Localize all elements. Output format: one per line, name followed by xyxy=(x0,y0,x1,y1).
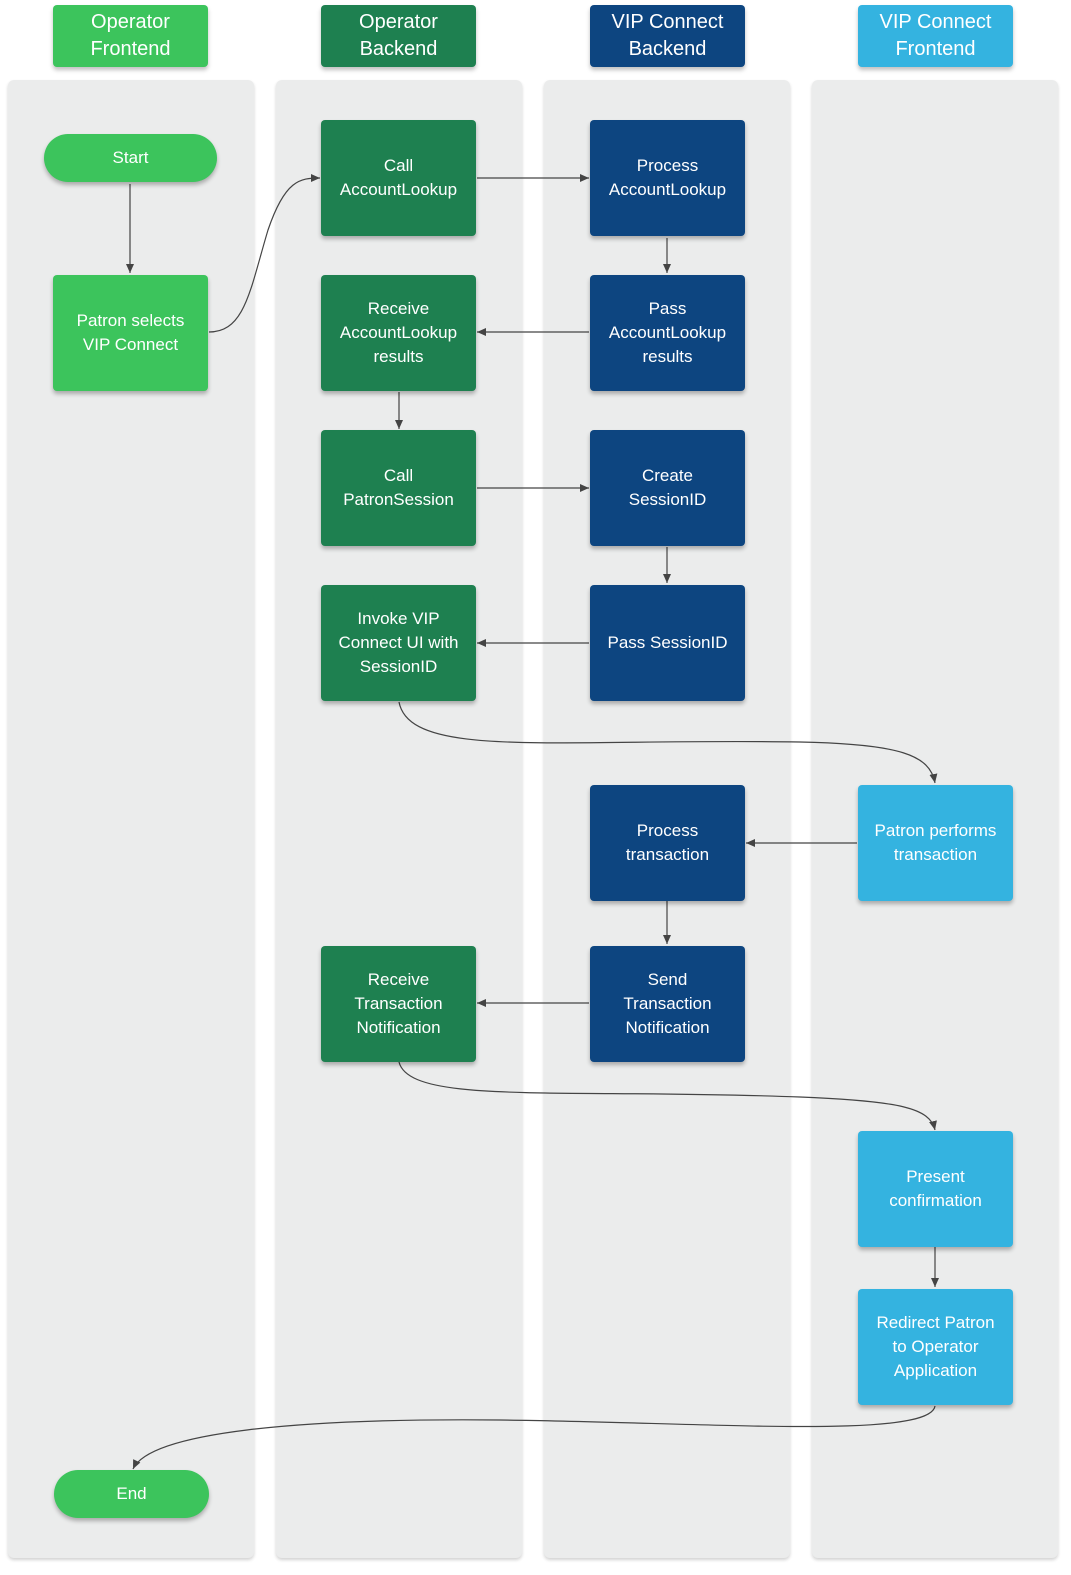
redirect-patron-step: Redirect Patron to Operator Application xyxy=(858,1289,1013,1405)
receive-accountlookup-results-step: Receive AccountLookup results xyxy=(321,275,476,391)
create-sessionid-step: Create SessionID xyxy=(590,430,745,546)
patron-performs-transaction-step: Patron performs transaction xyxy=(858,785,1013,901)
process-transaction-step: Process transaction xyxy=(590,785,745,901)
present-confirmation-step: Present confirmation xyxy=(858,1131,1013,1247)
start-terminal: Start xyxy=(44,134,217,182)
process-accountlookup-step: Process AccountLookup xyxy=(590,120,745,236)
pass-sessionid-step: Pass SessionID xyxy=(590,585,745,701)
end-terminal: End xyxy=(54,1470,209,1518)
pass-accountlookup-results-step: Pass AccountLookup results xyxy=(590,275,745,391)
lane-header-operator-backend: Operator Backend xyxy=(321,5,476,67)
call-accountlookup-step: Call AccountLookup xyxy=(321,120,476,236)
lane-header-vip-connect-frontend: VIP Connect Frontend xyxy=(858,5,1013,67)
call-patronsession-step: Call PatronSession xyxy=(321,430,476,546)
send-transaction-notification-step: Send Transaction Notification xyxy=(590,946,745,1062)
patron-selects-vip-connect-step: Patron selects VIP Connect xyxy=(53,275,208,391)
lane-header-vip-connect-backend: VIP Connect Backend xyxy=(590,5,745,67)
receive-transaction-notification-step: Receive Transaction Notification xyxy=(321,946,476,1062)
invoke-vip-connect-ui-step: Invoke VIP Connect UI with SessionID xyxy=(321,585,476,701)
lane-header-operator-frontend: Operator Frontend xyxy=(53,5,208,67)
